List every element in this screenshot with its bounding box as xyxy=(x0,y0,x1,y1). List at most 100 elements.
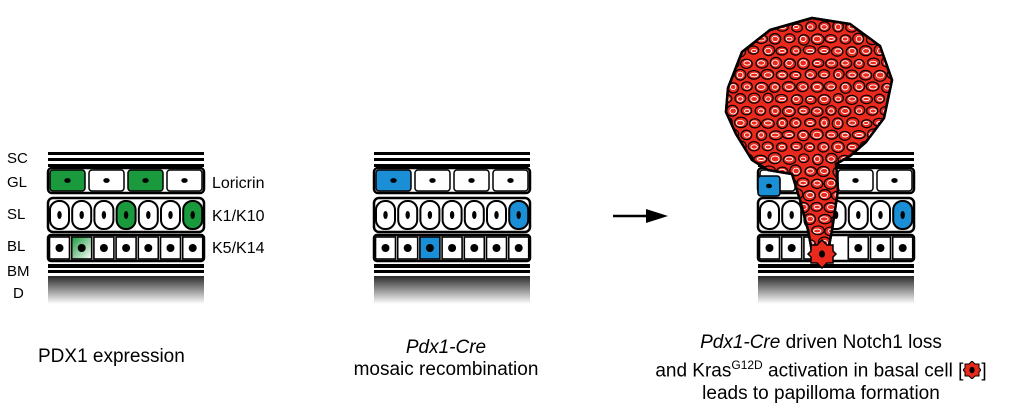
papilloma-cell xyxy=(881,129,892,142)
papilloma-cell-highlight xyxy=(862,144,870,150)
papilloma-cell-highlight xyxy=(862,96,871,102)
label-d: D xyxy=(13,285,24,302)
papilloma-cell-highlight xyxy=(726,192,730,198)
papilloma-cell-highlight xyxy=(827,37,835,41)
papilloma-cell-highlight xyxy=(778,96,787,102)
papilloma-cell-highlight xyxy=(784,84,794,90)
papilloma-cell-highlight xyxy=(799,35,807,43)
papilloma-cell-highlight xyxy=(750,96,758,102)
papilloma-cell-highlight xyxy=(750,167,759,175)
papilloma-cell-highlight xyxy=(862,24,870,30)
papilloma-cell-highlight xyxy=(793,48,800,54)
papilloma-cell xyxy=(894,58,907,68)
papilloma-cell-highlight xyxy=(750,192,759,198)
papilloma-cell-highlight xyxy=(820,168,829,174)
papilloma-cell-highlight xyxy=(848,120,857,126)
papilloma-cell xyxy=(810,201,823,212)
papilloma-cell-highlight xyxy=(841,132,849,138)
papilloma-cell xyxy=(824,34,838,44)
basal-nucleus xyxy=(898,244,907,252)
papilloma-cell-highlight xyxy=(792,73,800,77)
papilloma-cell xyxy=(733,22,746,34)
papilloma-cell-highlight xyxy=(862,72,871,78)
papilloma-cell-highlight xyxy=(771,59,779,67)
basal-nucleus xyxy=(188,244,197,252)
caption-panel2-italic: Pdx1-Cre xyxy=(405,337,487,358)
stratum-corneum-line xyxy=(374,158,530,161)
right-arrow-icon xyxy=(613,209,668,223)
panel-pdx1-expression xyxy=(46,152,206,304)
papilloma-cell-highlight xyxy=(855,83,863,91)
caption-panel2-rest: mosaic recombination xyxy=(353,359,539,380)
granular-nucleus xyxy=(181,178,188,183)
spinous-nucleus xyxy=(427,211,433,219)
basal-nucleus xyxy=(77,244,86,252)
granular-nucleus xyxy=(103,178,110,183)
spinous-nucleus xyxy=(767,211,772,219)
papilloma-cell-highlight xyxy=(833,143,843,151)
stratum-corneum-line xyxy=(48,164,204,167)
papilloma-cell-highlight xyxy=(848,144,857,150)
basement-membrane xyxy=(48,270,204,273)
spinous-nucleus xyxy=(146,211,151,219)
papilloma-cell-highlight xyxy=(835,96,842,102)
papilloma-cell-highlight xyxy=(812,131,822,139)
spinous-nucleus xyxy=(57,211,62,219)
papilloma-cell-highlight xyxy=(764,47,772,55)
papilloma-cell-highlight xyxy=(819,216,829,222)
papilloma-cell-highlight xyxy=(743,228,751,234)
label-bl: BL xyxy=(7,238,25,255)
papilloma-cell xyxy=(818,21,831,32)
papilloma-cell-highlight xyxy=(751,265,757,270)
papilloma-cell-highlight xyxy=(807,24,814,30)
panel-papilloma xyxy=(724,16,916,304)
papilloma-cell-highlight xyxy=(742,180,752,186)
papilloma-cell-highlight xyxy=(848,72,856,78)
papilloma-cell-highlight xyxy=(828,108,835,114)
papilloma-cell-highlight xyxy=(841,60,849,66)
papilloma-cell-highlight xyxy=(770,132,780,138)
papilloma-cell xyxy=(866,57,881,68)
papilloma-cell xyxy=(810,81,825,93)
papilloma-cell-highlight xyxy=(834,48,842,54)
papilloma-cell-highlight xyxy=(749,72,759,78)
papilloma-cell-highlight xyxy=(813,204,821,210)
papilloma-cell-highlight xyxy=(869,60,878,66)
papilloma-cell xyxy=(740,177,755,189)
basal-nucleus xyxy=(403,244,412,252)
papilloma-cell xyxy=(747,69,761,80)
caption-panel2: Pdx1-Cre mosaic recombination xyxy=(348,337,544,381)
papilloma-cell-highlight xyxy=(898,109,904,114)
papilloma-cell-highlight xyxy=(869,108,877,114)
papilloma-cell-highlight xyxy=(743,84,751,90)
papilloma-cell xyxy=(726,213,733,225)
papilloma-cell-highlight xyxy=(726,48,730,54)
papilloma-cell-highlight xyxy=(770,155,780,163)
papilloma-cell xyxy=(727,224,740,237)
papilloma-cell-highlight xyxy=(736,167,744,175)
papilloma-cell-highlight xyxy=(890,48,892,54)
papilloma-cell-highlight xyxy=(743,251,752,259)
papilloma-cell-highlight xyxy=(751,216,758,222)
papilloma-cell-highlight xyxy=(890,119,892,127)
spinous-nucleus xyxy=(123,211,129,219)
basal-nucleus xyxy=(854,244,863,252)
papilloma-cell-highlight xyxy=(729,155,737,163)
papilloma-cell-highlight xyxy=(764,144,772,150)
papilloma-cell-highlight xyxy=(758,108,765,114)
caption-panel3-line2-pre: and Kras xyxy=(655,360,732,382)
papilloma-cell xyxy=(888,94,892,105)
papilloma-cell xyxy=(798,153,810,164)
spinous-nucleus xyxy=(789,211,794,219)
papilloma-cell-highlight xyxy=(819,95,829,103)
granular-nucleus xyxy=(891,178,898,183)
papilloma-cell xyxy=(895,107,906,117)
papilloma-cell-highlight xyxy=(771,107,779,115)
papilloma-cell-highlight xyxy=(799,131,807,139)
caption-panel1: PDX1 expression xyxy=(38,346,185,367)
basement-membrane xyxy=(758,264,914,268)
granular-nucleus xyxy=(142,178,149,183)
papilloma-cell xyxy=(734,68,747,81)
papilloma-cell-highlight xyxy=(856,108,863,114)
papilloma-cell-highlight xyxy=(763,72,773,78)
